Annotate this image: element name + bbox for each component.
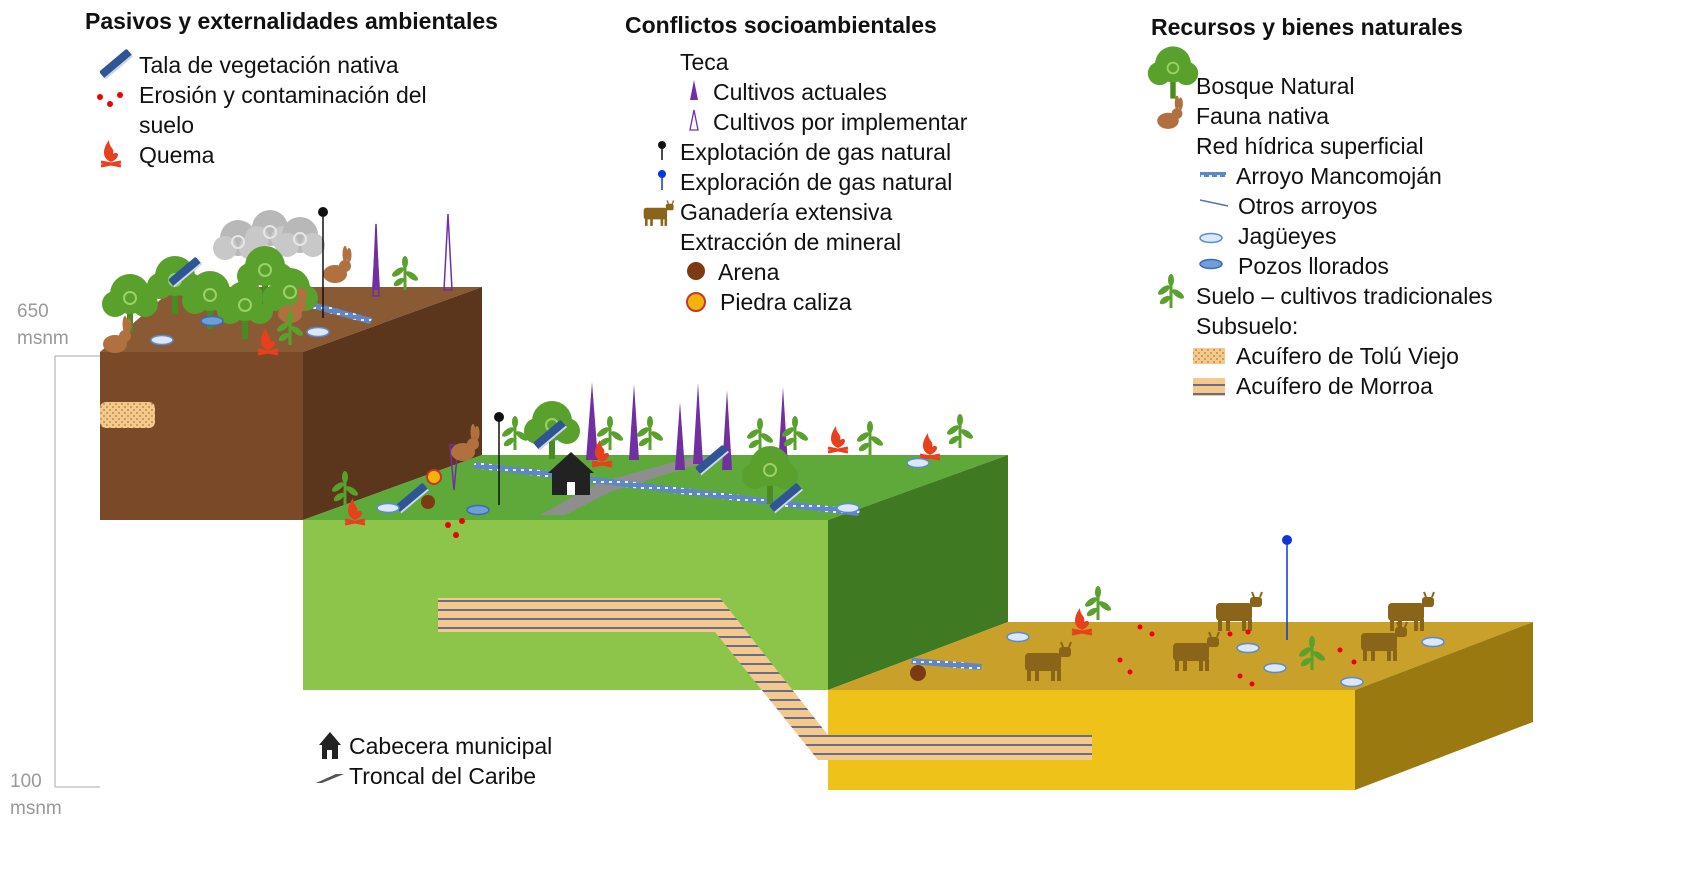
legend-item-cultivos-actuales: Cultivos actuales <box>713 79 887 105</box>
legend-item-acuifero-morroa: Acuífero de Morroa <box>1236 373 1433 399</box>
legend-item-arroyo-mancomojan: Arroyo Mancomoján <box>1236 163 1442 189</box>
fire-icon <box>99 138 123 168</box>
upper-block-features <box>103 207 453 356</box>
crop-icon <box>1155 272 1187 310</box>
legend-item-erosion-cont: suelo <box>139 112 194 138</box>
upper-block-front <box>100 352 303 520</box>
pasivos-title: Pasivos y externalidades ambientales <box>85 8 498 34</box>
lower-block-features <box>910 535 1445 688</box>
legend-item-troncal: Troncal del Caribe <box>349 763 537 789</box>
teak-current-icon <box>690 80 698 100</box>
legend-item-jagueyes: Jagüeyes <box>1238 223 1337 249</box>
elevation-bottom-value: 100 <box>10 771 42 792</box>
elevation-top-value: 650 <box>17 301 49 322</box>
aquifer-morroa-icon <box>1193 378 1225 396</box>
legend-item-quema: Quema <box>139 142 215 168</box>
aquifer-morroa-band <box>438 598 1092 760</box>
elevation-top-unit: msnm <box>17 328 69 349</box>
legend-item-teca: Teca <box>680 49 729 75</box>
lower-block-side <box>1355 622 1533 790</box>
upper-block-side <box>303 287 482 520</box>
pond-icon <box>1199 232 1223 244</box>
legend-item-otros-arroyos: Otros arroyos <box>1238 193 1378 219</box>
aquifer-toluviejo-icon <box>1193 348 1225 364</box>
legend-item-pozos: Pozos llorados <box>1238 253 1389 279</box>
teak-planned-icon <box>689 109 699 131</box>
conflictos-title: Conflictos socioambientales <box>625 12 937 38</box>
house-icon <box>319 732 341 759</box>
legend-item-tala: Tala de vegetación nativa <box>139 52 399 78</box>
gas-exploitation-pin-icon <box>658 141 666 160</box>
cow-icon <box>643 199 675 227</box>
stream-lower <box>911 658 982 670</box>
legend-icons <box>97 45 1229 783</box>
saw-icon <box>98 48 134 80</box>
legend-item-cabecera: Cabecera municipal <box>349 733 553 759</box>
legend-item-ganaderia: Ganadería extensiva <box>680 199 893 225</box>
sand-burst-icon <box>687 262 705 280</box>
elevation-top-label: 650 msnm <box>17 298 69 352</box>
elevation-scale <box>54 355 100 788</box>
well-icon <box>1199 258 1223 270</box>
legend-item-arena: Arena <box>718 259 780 285</box>
legend-item-exploracion-gas: Exploración de gas natural <box>680 169 953 195</box>
middle-block-side <box>828 455 1008 690</box>
road-icon <box>316 774 344 783</box>
thin-stream-icon <box>1199 199 1229 207</box>
recursos-title: Recursos y bienes naturales <box>1151 14 1463 40</box>
legend-item-extraccion-mineral: Extracción de mineral <box>680 229 902 255</box>
gas-exploration-pin-icon <box>658 170 666 190</box>
legend-item-explotacion-gas: Explotación de gas natural <box>680 139 952 165</box>
legend-item-fauna: Fauna nativa <box>1196 103 1329 129</box>
tree-icon <box>1146 45 1200 100</box>
elevation-bottom-label: 100 msnm <box>10 768 62 822</box>
limestone-burst-icon <box>686 292 706 312</box>
legend-item-red-hidrica: Red hídrica superficial <box>1196 133 1424 159</box>
legend-item-bosque: Bosque Natural <box>1196 73 1355 99</box>
legend-item-subsuelo: Subsuelo: <box>1196 313 1299 339</box>
middle-block-features <box>329 382 976 538</box>
elevation-bottom-unit: msnm <box>10 798 62 819</box>
soil-contamination-icon <box>97 92 123 107</box>
rabbit-icon <box>1157 95 1183 129</box>
legend-item-acuifero-toluviejo: Acuífero de Tolú Viejo <box>1236 343 1459 369</box>
legend-item-cultivos-implementar: Cultivos por implementar <box>713 109 968 135</box>
legend-item-suelo: Suelo – cultivos tradicionales <box>1196 283 1493 309</box>
legend-item-erosion: Erosión y contaminación del <box>139 82 427 108</box>
legend-item-piedra-caliza: Piedra caliza <box>720 289 852 315</box>
aquifer-toluviejo-patch <box>100 402 155 428</box>
stream-icon <box>1200 172 1226 177</box>
